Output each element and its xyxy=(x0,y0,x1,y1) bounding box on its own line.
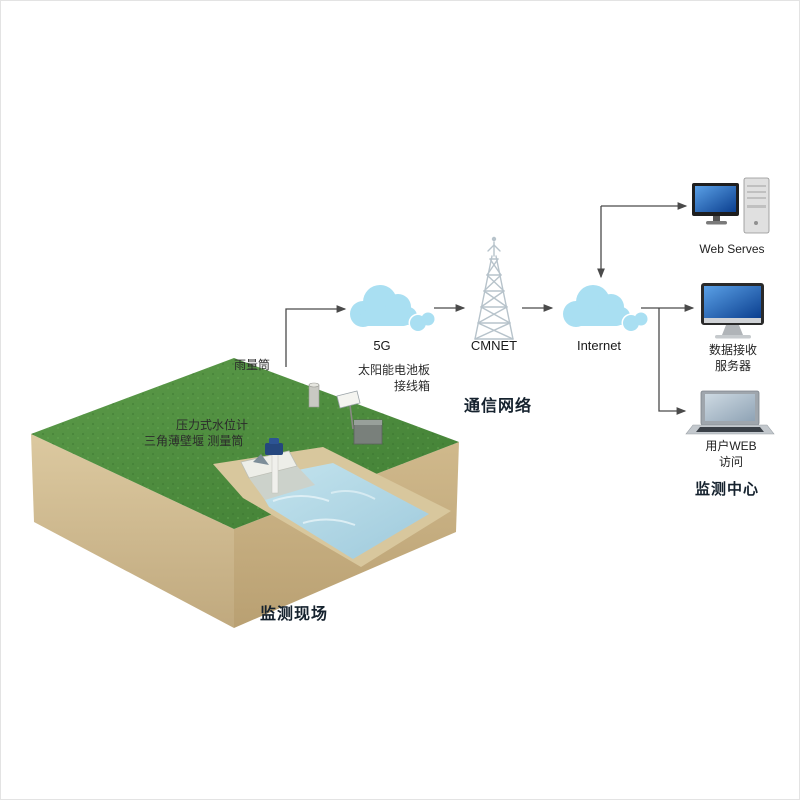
web-server-label: Web Serves xyxy=(699,242,765,256)
cloud-5g-icon xyxy=(350,285,436,333)
rain-gauge xyxy=(308,382,320,408)
data-server-label-line1: 数据接收 xyxy=(708,343,757,357)
weir-label: 三角薄壁堰 测量筒 xyxy=(144,434,244,448)
terrain-illustration xyxy=(31,358,459,628)
node-label-internet: Internet xyxy=(576,338,622,353)
user-web-laptop-icon xyxy=(685,390,775,435)
web-server-icon xyxy=(692,177,770,234)
node-label-cmnet: CMNET xyxy=(470,338,518,353)
weir-structure xyxy=(240,450,315,500)
network-section-label: 通信网络 xyxy=(464,398,533,415)
connector-lines xyxy=(285,202,695,415)
junction-box xyxy=(353,419,383,445)
water-level-sensor-label: 压力式水位计 xyxy=(176,418,249,432)
junction-box-label: 接线箱 xyxy=(394,379,431,393)
water-level-sensor xyxy=(265,438,283,494)
user-web-label: 用户WEB 访问 xyxy=(693,438,769,470)
cloud-internet-icon xyxy=(563,285,649,333)
node-label-5g: 5G xyxy=(373,338,391,353)
tower-cmnet-icon xyxy=(474,236,514,340)
rain-gauge-label: 雨量筒 xyxy=(234,358,271,372)
user-web-label-line1: 用户WEB xyxy=(705,439,757,453)
data-server-label: 数据接收 服务器 xyxy=(695,342,771,374)
data-server-icon xyxy=(701,283,764,339)
site-section-label: 监测现场 xyxy=(260,606,329,623)
solar-panel xyxy=(336,390,361,430)
data-server-label-line2: 服务器 xyxy=(714,359,751,373)
center-section-label: 监测中心 xyxy=(694,481,759,498)
solar-panel-label: 太阳能电池板 xyxy=(358,363,431,377)
user-web-label-line2: 访问 xyxy=(718,455,743,469)
